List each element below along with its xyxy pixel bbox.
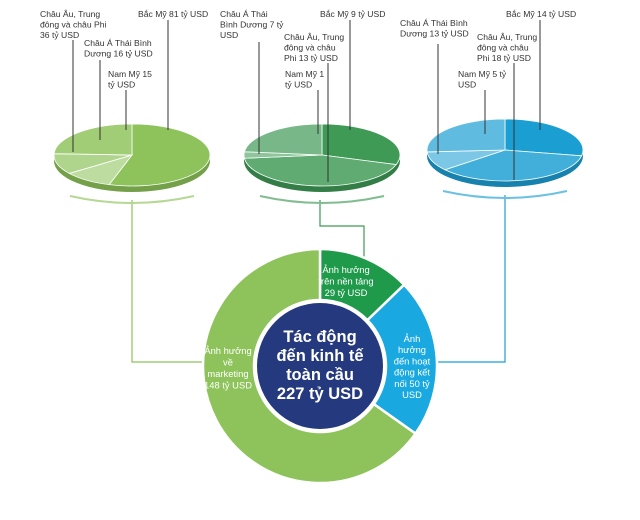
connector-platform xyxy=(319,200,365,258)
connector-lines xyxy=(131,195,506,363)
pie-marketing xyxy=(53,123,211,204)
pie-label: Bắc Mỹ 9 tỷ USD xyxy=(320,9,385,19)
donut-slice xyxy=(201,247,418,485)
pie-label: Bắc Mỹ 14 tỷ USD xyxy=(506,9,576,19)
pie-label: Bắc Mỹ 81 tỷ USD xyxy=(138,9,208,19)
pie-slice xyxy=(426,118,506,153)
pie-underline xyxy=(442,190,568,199)
pie-slice xyxy=(108,123,211,187)
pie-underline xyxy=(69,195,195,204)
pie-slice xyxy=(243,123,323,156)
pie-slice xyxy=(443,149,583,182)
regional-pies xyxy=(53,118,584,204)
donut-center xyxy=(257,303,383,429)
pie-slice xyxy=(243,154,397,187)
pie-underline xyxy=(259,195,385,204)
pie-slice xyxy=(504,118,584,157)
pie-slice xyxy=(321,123,401,166)
connector-marketing xyxy=(131,200,205,363)
connector-connectivity xyxy=(438,195,506,363)
pie-platform xyxy=(243,123,401,204)
pie-slice xyxy=(53,123,133,156)
pie-connectivity xyxy=(426,118,584,199)
